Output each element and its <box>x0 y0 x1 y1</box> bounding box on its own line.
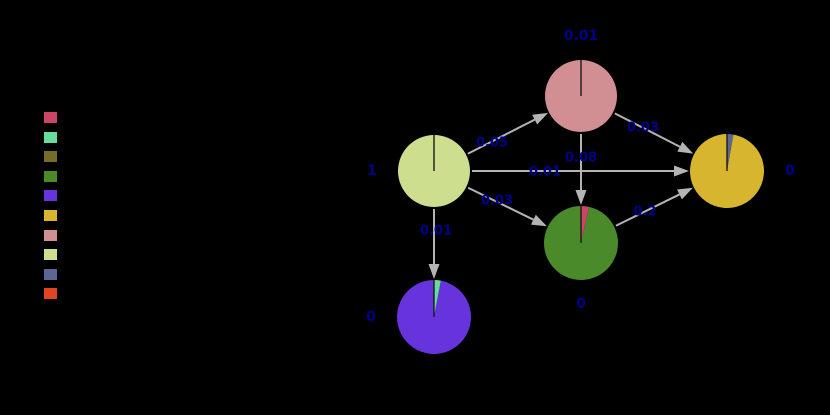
legend-swatch-crimson <box>44 112 57 123</box>
legend-swatch-slateblue <box>44 268 57 280</box>
legend-swatch-green <box>44 170 57 182</box>
legend-swatch-mint <box>44 131 57 143</box>
legend-swatch-gold <box>44 209 57 221</box>
edge-left-to-bottomleft-weight-label: 0.01 <box>420 224 452 239</box>
edge-center-to-right <box>615 193 680 227</box>
legend-swatch-orangered <box>44 288 57 300</box>
legend-item <box>44 228 66 248</box>
legend-item <box>44 169 66 189</box>
legend-item <box>44 247 66 267</box>
legend-swatch-paleyellow <box>44 249 57 261</box>
edge-left-to-top-weight-label: 0.05 <box>476 136 508 151</box>
edge-top-to-center-arrowhead <box>575 190 587 205</box>
legend-item <box>44 286 66 306</box>
edge-left-to-right-weight-label: 0.01 <box>529 165 561 180</box>
node-center-slice-1 <box>544 206 618 281</box>
edge-left-to-center-weight-label: 0.03 <box>481 194 513 209</box>
edge-left-to-top-arrowhead <box>532 112 549 125</box>
legend-item <box>44 130 66 150</box>
legend-swatch-rose <box>44 229 57 241</box>
legend-item <box>44 188 66 208</box>
edge-labels-layer: 0.05 0.03 0.01 0.08 0.03 0.2 0.01 <box>420 121 659 239</box>
legend-item <box>44 149 66 169</box>
node-bottom-left[interactable] <box>397 280 472 355</box>
legend-swatch-olive <box>44 151 57 163</box>
node-bottom-left-slice-0 <box>434 280 441 317</box>
legend-item <box>44 208 66 228</box>
legend-item <box>44 267 66 287</box>
edges-layer <box>428 112 694 279</box>
edge-top-to-right-arrowhead <box>677 141 694 154</box>
node-top[interactable] <box>545 60 617 132</box>
node-right-value-label: 0 <box>785 163 795 179</box>
node-right-slice-0 <box>727 134 734 171</box>
node-top-value-label: 0.01 <box>564 28 599 44</box>
nodes-layer <box>397 60 764 355</box>
legend-swatch-purple <box>44 190 57 202</box>
node-center-value-label: 0 <box>576 296 586 312</box>
node-bottom-left-value-label: 0 <box>366 309 376 325</box>
node-labels-layer: 1 0.01 0 0 0 <box>366 28 795 325</box>
edge-left-to-center <box>467 186 534 221</box>
edge-left-to-center-arrowhead <box>530 214 547 227</box>
node-left-value-label: 1 <box>367 163 377 179</box>
edge-center-to-right-arrowhead <box>677 187 693 200</box>
edge-top-to-center-weight-label: 0.08 <box>565 151 597 166</box>
edge-left-to-bottomleft-arrowhead <box>428 264 440 279</box>
edge-top-to-right-weight-label: 0.03 <box>627 121 659 136</box>
edge-left-to-top <box>467 118 536 155</box>
edge-top-to-right <box>614 112 681 148</box>
node-right[interactable] <box>689 134 764 209</box>
edge-center-to-right-weight-label: 0.2 <box>633 205 656 220</box>
legend <box>44 110 66 306</box>
node-center[interactable] <box>544 206 618 281</box>
node-left[interactable] <box>398 135 470 207</box>
node-center-slice-0 <box>581 206 590 243</box>
edge-left-to-right-arrowhead <box>674 165 689 177</box>
legend-item <box>44 110 66 130</box>
